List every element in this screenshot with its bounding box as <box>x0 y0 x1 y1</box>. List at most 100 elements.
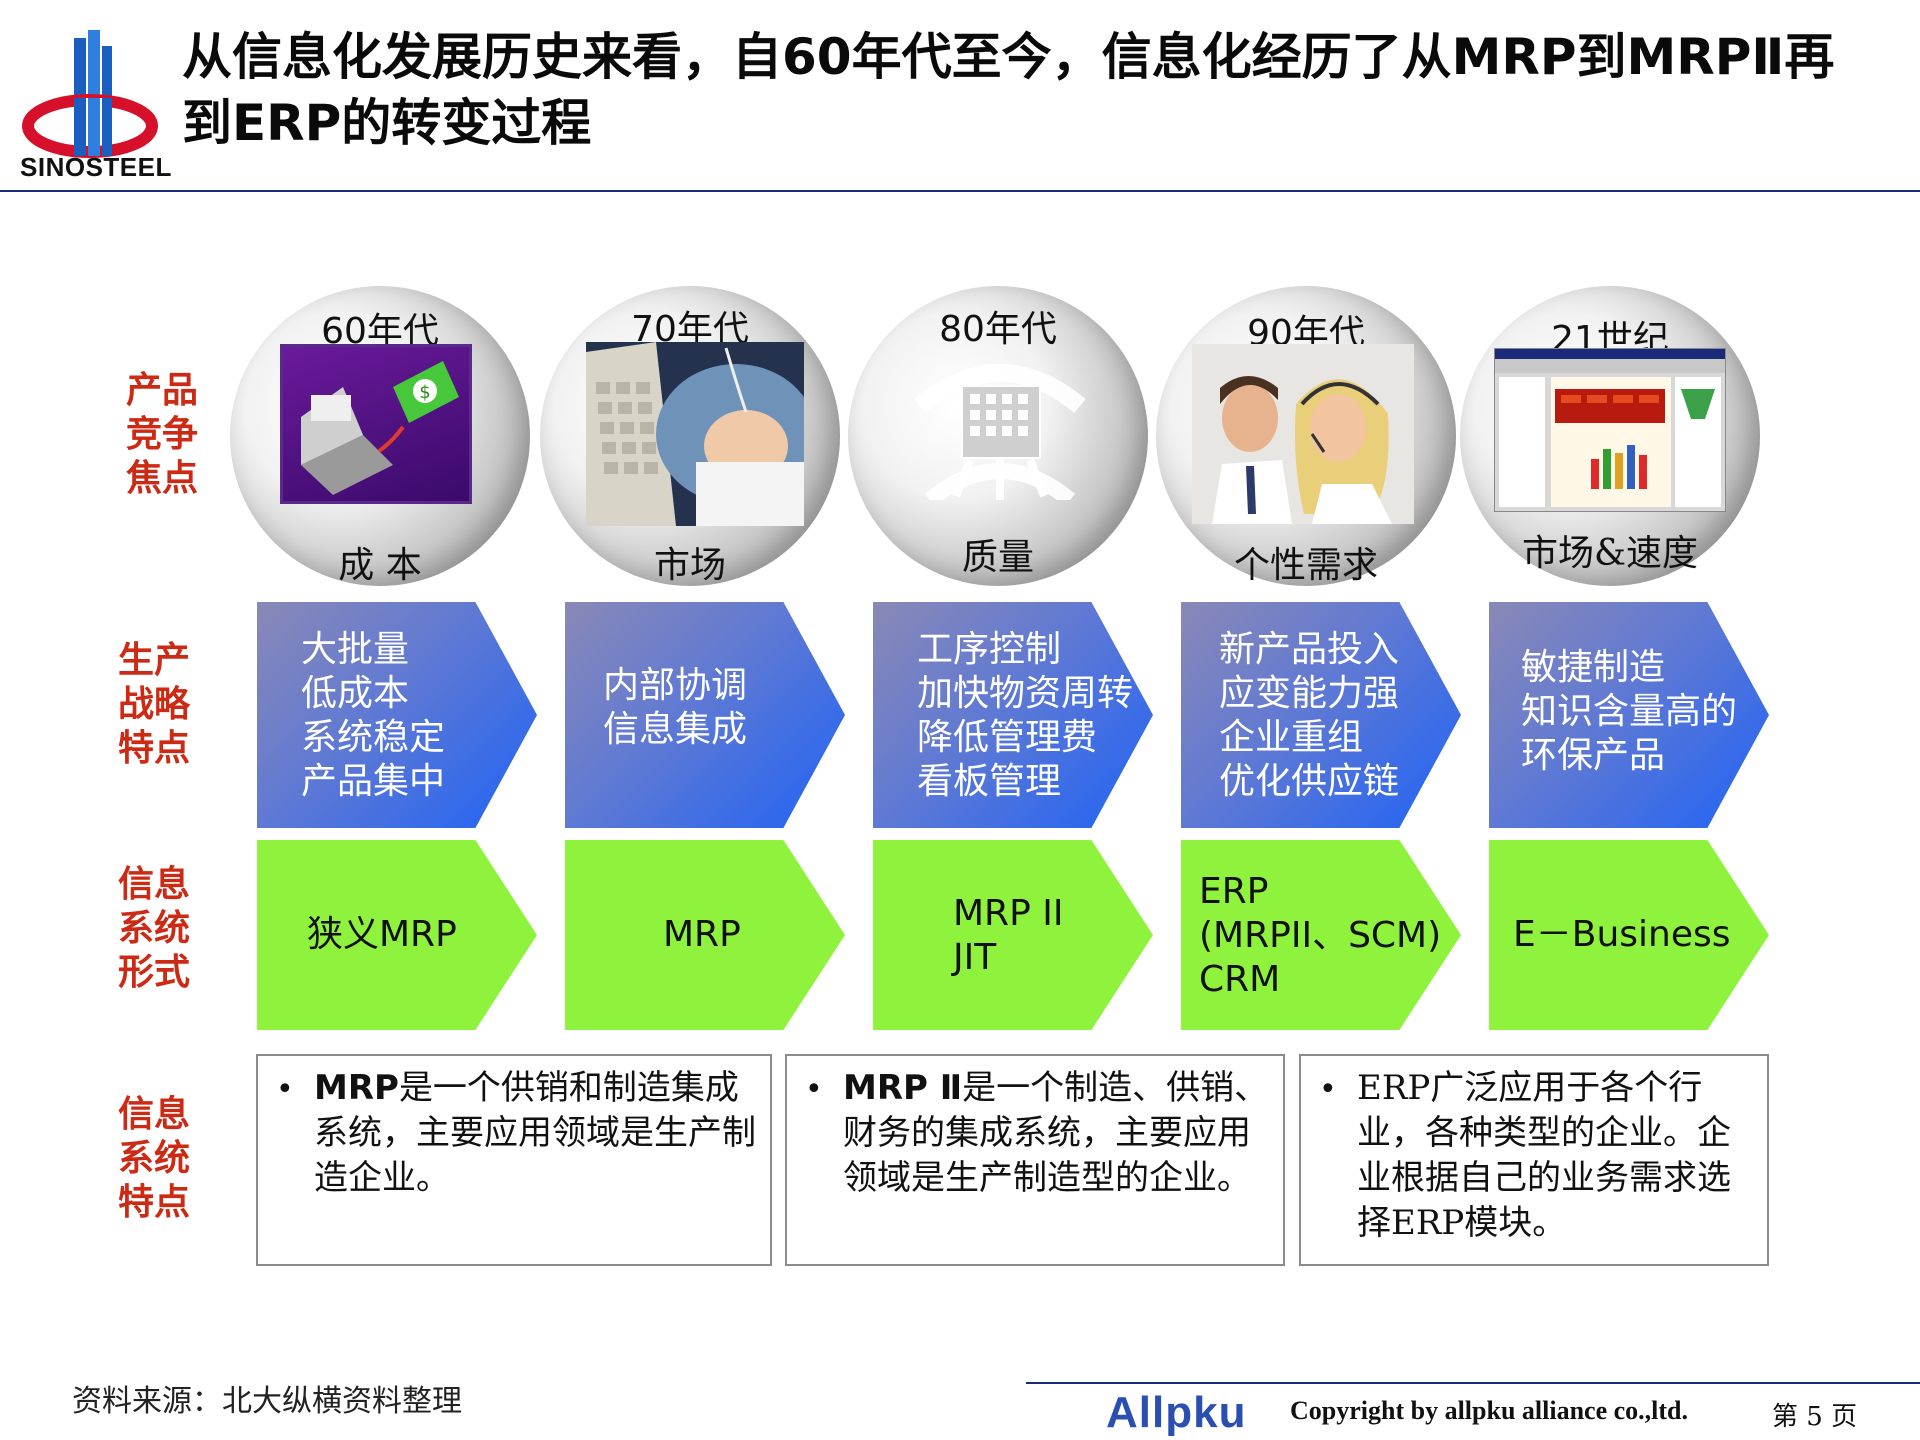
row-label-form: 信息 系统 形式 <box>114 862 194 994</box>
strategy-line: 工序控制 <box>917 629 1062 670</box>
system-chevron-21c: E－Business <box>1489 840 1769 1030</box>
sinosteel-logo: SINOSTEEL <box>18 28 171 188</box>
era-circle-90s: 90年代 个性需求 <box>1156 286 1456 586</box>
strategy-line: 看板管理 <box>917 761 1062 802</box>
era-circle-70s: 70年代 市场 <box>540 286 840 586</box>
era-circle-21c: 21世纪 市场&速度 <box>1460 286 1760 586</box>
strategy-chevron-90s: 新产品投入 应变能力强 企业重组 优化供应链 <box>1181 602 1461 828</box>
feature-box-mrp: • MRP是一个供销和制造集成系统，主要应用领域是生产制造企业。 <box>256 1054 772 1266</box>
row-label-line: 战略 <box>117 683 190 725</box>
strategy-line: 敏捷制造 <box>1521 647 1666 688</box>
strategy-line: 内部协调 <box>603 665 748 706</box>
row-label-line: 信息 <box>117 1093 190 1135</box>
strategy-chevron-70s: 内部协调 信息集成 <box>565 602 845 828</box>
copyright-text: Copyright by allpku alliance co.,ltd. <box>1290 1396 1688 1425</box>
feature-text: MRP Ⅱ是一个制造、供销、财务的集成系统，主要应用领域是生产制造型的企业。 <box>843 1066 1271 1201</box>
call-center-image <box>1192 344 1414 524</box>
system-text: ERP (MRPII、SCM) CRM <box>1199 870 1441 1002</box>
system-text: MRP <box>663 913 741 957</box>
feature-keyword: MRP Ⅱ <box>843 1068 963 1108</box>
feature-description: ERP广泛应用于各个行业，各种类型的企业。企业根据自己的业务需求选择ERP模块。 <box>1357 1068 1731 1243</box>
keyboard-mouse-image <box>586 342 804 526</box>
strategy-line: 优化供应链 <box>1219 761 1400 802</box>
bullet-icon: • <box>1319 1072 1337 1107</box>
strategy-line: 企业重组 <box>1219 717 1364 758</box>
era-focus: 个性需求 <box>1233 545 1378 586</box>
strategy-line: 新产品投入 <box>1219 629 1400 670</box>
bullet-icon: • <box>805 1072 823 1107</box>
feature-description: 是一个制造、供销、财务的集成系统，主要应用领域是生产制造型的企业。 <box>843 1068 1269 1198</box>
strategy-line: 知识含量高的 <box>1521 691 1738 732</box>
system-chevron-60s: 狭义MRP <box>257 840 537 1030</box>
era-focus: 市场 <box>653 545 726 586</box>
footer-divider <box>1026 1382 1920 1384</box>
system-chevron-70s: MRP <box>565 840 845 1030</box>
strategy-line: 应变能力强 <box>1219 673 1400 714</box>
row-label-strategy: 生产 战略 特点 <box>114 638 194 770</box>
system-line: (MRPII、SCM) <box>1199 915 1442 956</box>
page-title: 从信息化发展历史来看，自60年代至今，信息化经历了从MRP到MRPⅡ再到ERP的… <box>182 28 1835 152</box>
system-line: CRM <box>1199 959 1281 1000</box>
cash-register-image: $ <box>280 344 472 504</box>
row-label-line: 系统 <box>117 1137 190 1179</box>
strategy-line: 低成本 <box>301 673 410 714</box>
row-label-line: 生产 <box>117 639 190 681</box>
strategy-text: 新产品投入 应变能力强 企业重组 优化供应链 <box>1219 628 1399 804</box>
strategy-text: 敏捷制造 知识含量高的 环保产品 <box>1521 646 1737 778</box>
system-line: ERP <box>1199 871 1269 912</box>
feature-text: ERP广泛应用于各个行业，各种类型的企业。企业根据自己的业务需求选择ERP模块。 <box>1357 1066 1755 1246</box>
header-divider <box>0 190 1920 192</box>
row-label-line: 焦点 <box>125 457 198 499</box>
page-number: 第 5 页 <box>1772 1402 1858 1432</box>
system-line: MRP II <box>953 893 1064 934</box>
row-label-line: 系统 <box>117 907 190 949</box>
system-line: E－Business <box>1513 914 1731 955</box>
strategy-line: 信息集成 <box>603 709 748 750</box>
row-label-line: 信息 <box>117 863 190 905</box>
strategy-line: 产品集中 <box>301 761 446 802</box>
system-text: 狭义MRP <box>307 913 457 957</box>
era-title: 80年代 <box>939 309 1057 350</box>
feature-description: 是一个供销和制造集成系统，主要应用领域是生产制造企业。 <box>314 1068 756 1198</box>
row-label-line: 特点 <box>117 727 190 769</box>
feature-box-mrp2: • MRP Ⅱ是一个制造、供销、财务的集成系统，主要应用领域是生产制造型的企业。 <box>785 1054 1285 1266</box>
strategy-text: 内部协调 信息集成 <box>603 664 747 752</box>
era-circle-80s: 80年代 质量 <box>848 286 1148 586</box>
feature-keyword: MRP <box>314 1068 399 1108</box>
strategy-text: 大批量 低成本 系统稳定 产品集中 <box>301 628 445 804</box>
row-label-line: 竞争 <box>125 413 198 455</box>
feature-text: MRP是一个供销和制造集成系统，主要应用领域是生产制造企业。 <box>314 1066 758 1201</box>
era-circle-60s: 60年代 $ 成 本 <box>230 286 530 586</box>
system-chevron-90s: ERP (MRPII、SCM) CRM <box>1181 840 1461 1030</box>
row-label-focus: 产品 竞争 焦点 <box>122 368 202 500</box>
allpku-logo: Allpku <box>1106 1388 1247 1437</box>
feature-box-erp: • ERP广泛应用于各个行业，各种类型的企业。企业根据自己的业务需求选择ERP模… <box>1299 1054 1769 1266</box>
svg-text:$: $ <box>419 382 430 403</box>
system-text: E－Business <box>1513 913 1731 957</box>
system-line: 狭义MRP <box>307 914 457 955</box>
strategy-line: 降低管理费 <box>917 717 1098 758</box>
source-note: 资料来源：北大纵横资料整理 <box>72 1384 462 1419</box>
strategy-line: 加快物资周转 <box>917 673 1134 714</box>
system-text: MRP II JIT <box>953 892 1063 980</box>
strategy-chevron-80s: 工序控制 加快物资周转 降低管理费 看板管理 <box>873 602 1153 828</box>
strategy-line: 系统稳定 <box>301 717 446 758</box>
strategy-text: 工序控制 加快物资周转 降低管理费 看板管理 <box>917 628 1133 804</box>
software-screenshot-image <box>1494 348 1726 512</box>
era-focus: 成 本 <box>338 545 422 586</box>
row-label-line: 特点 <box>117 1181 190 1223</box>
row-label-line: 产品 <box>125 369 198 411</box>
strategy-chevron-60s: 大批量 低成本 系统稳定 产品集中 <box>257 602 537 828</box>
quality-building-image <box>900 350 1100 500</box>
strategy-chevron-21c: 敏捷制造 知识含量高的 环保产品 <box>1489 602 1769 828</box>
row-label-feature: 信息 系统 特点 <box>114 1092 194 1224</box>
strategy-line: 环保产品 <box>1521 735 1666 776</box>
system-chevron-80s: MRP II JIT <box>873 840 1153 1030</box>
row-label-line: 形式 <box>117 951 190 993</box>
system-line: JIT <box>953 937 997 978</box>
strategy-line: 大批量 <box>301 629 410 670</box>
logo-wordmark: SINOSTEEL <box>20 152 172 182</box>
bullet-icon: • <box>276 1072 294 1107</box>
era-focus: 市场&速度 <box>1521 533 1699 574</box>
era-focus: 质量 <box>961 537 1034 578</box>
